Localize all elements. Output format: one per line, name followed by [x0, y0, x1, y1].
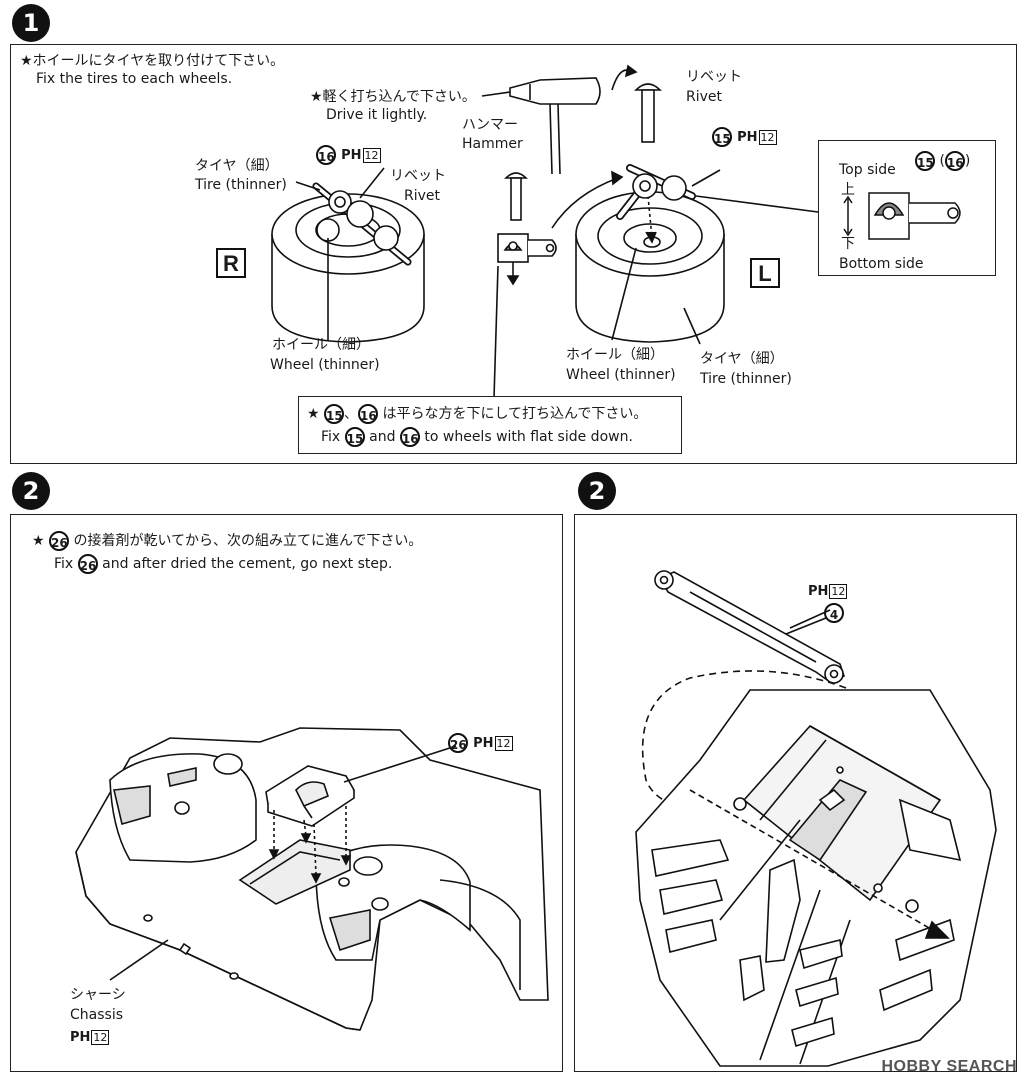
- instruction-en-text: and after dried the cement, go next step…: [102, 556, 393, 572]
- inset-part-callout: 15 (16): [915, 151, 971, 171]
- note-en-fix: Fix: [321, 429, 341, 445]
- part-number-15: 15: [915, 151, 935, 171]
- left-tire-label-en: Tire (thinner): [195, 177, 287, 193]
- ph-prefix: PH: [808, 584, 829, 599]
- step-1-instruction-en: Fix the tires to each wheels.: [36, 71, 233, 87]
- inset-down-label: 下: [841, 236, 855, 252]
- right-tire-label-en: Tire (thinner): [700, 371, 792, 387]
- note-jp-line: ★ 15、16 は平らな方を下にして打ち込んで下さい。: [307, 404, 648, 424]
- side-r-badge: R: [216, 248, 246, 278]
- part-number-16: 16: [316, 144, 336, 165]
- flat-side-note: ★ 15、16 は平らな方を下にして打ち込んで下さい。 Fix 15 and 1…: [298, 396, 682, 454]
- part-number-15: 15: [324, 404, 345, 424]
- part-number-16: 16: [944, 151, 965, 171]
- part-number-15: 15: [344, 427, 365, 447]
- inset-bottom-side-label: Bottom side: [839, 256, 924, 272]
- left-wheel-label-jp: ホイール（細）: [272, 337, 370, 353]
- chassis-label-jp: シャーシ: [70, 987, 126, 1003]
- inset-up-label: 上: [841, 182, 855, 198]
- ph-number: 12: [494, 736, 513, 751]
- ph-number: 12: [758, 130, 777, 145]
- right-tire-label-jp: タイヤ（細）: [700, 351, 784, 367]
- drive-label-en: Drive it lightly.: [326, 107, 428, 123]
- right-wheel-label-en: Wheel (thinner): [566, 367, 676, 383]
- part-number-16: 16: [399, 427, 420, 447]
- note-jp-text: は平らな方を下にして打ち込んで下さい。: [382, 406, 648, 422]
- drive-label-jp: ★軽く打ち込んで下さい。: [310, 89, 476, 105]
- step-2-right-panel: [574, 514, 1017, 1072]
- left-rivet-label-en: Rivet: [404, 188, 441, 204]
- right-wheel-label-jp: ホイール（細）: [566, 347, 664, 363]
- inset-top-side-label: Top side: [839, 162, 896, 178]
- left-wheel-label-en: Wheel (thinner): [270, 357, 380, 373]
- left-rivet-label-jp: リベット: [390, 168, 446, 184]
- rivet-top-label-jp: リベット: [686, 69, 742, 85]
- ph-prefix: PH: [473, 736, 494, 751]
- left-tire-label-jp: タイヤ（細）: [195, 158, 279, 174]
- step-2-instruction-jp: ★ 26 の接着剤が乾いてから、次の組み立てに進んで下さい。: [32, 530, 422, 551]
- instruction-jp-text: の接着剤が乾いてから、次の組み立てに進んで下さい。: [73, 533, 423, 549]
- part-number-4: 4: [824, 602, 844, 623]
- note-en-and: and: [369, 429, 396, 445]
- hammer-label-jp: ハンマー: [462, 117, 518, 133]
- orientation-inset: Top side 15 (16) 上 下 Bottom side: [818, 140, 996, 276]
- step-2-left-badge: 2: [12, 472, 50, 510]
- ph-number: 12: [91, 1030, 110, 1045]
- note-en-line: Fix 15 and 16 to wheels with flat side d…: [321, 427, 633, 447]
- ph-prefix: PH: [737, 130, 758, 145]
- rivet-top-label-en: Rivet: [686, 89, 723, 105]
- instruction-en-fix: Fix: [54, 556, 74, 572]
- instruction-star: ★: [32, 533, 45, 549]
- chassis-label-en: Chassis: [70, 1007, 123, 1023]
- part-number-26: 26: [77, 554, 98, 574]
- note-en-text: to wheels with flat side down.: [424, 429, 633, 445]
- part-number-26: 26: [448, 732, 468, 753]
- part-number-26: 26: [49, 531, 70, 551]
- hobby-search-watermark: HOBBY SEARCH: [881, 1058, 1017, 1075]
- note-star: ★: [307, 406, 320, 422]
- step-2-instruction-en: Fix 26 and after dried the cement, go ne…: [54, 554, 392, 574]
- part-number-16: 16: [358, 404, 379, 424]
- ph-prefix: PH: [70, 1030, 91, 1045]
- part-number-15: 15: [712, 126, 732, 147]
- side-l-badge: L: [750, 258, 780, 288]
- ph-number: 12: [362, 148, 381, 163]
- part-4-callout: 4: [824, 602, 844, 623]
- step-2-right-badge: 2: [578, 472, 616, 510]
- step-1-instruction-jp: ★ホイールにタイヤを取り付けて下さい。: [20, 53, 285, 69]
- hammer-label-en: Hammer: [462, 136, 523, 152]
- ph-number: 12: [829, 584, 848, 599]
- step-1-badge: 1: [12, 4, 50, 42]
- ph-prefix: PH: [341, 148, 362, 163]
